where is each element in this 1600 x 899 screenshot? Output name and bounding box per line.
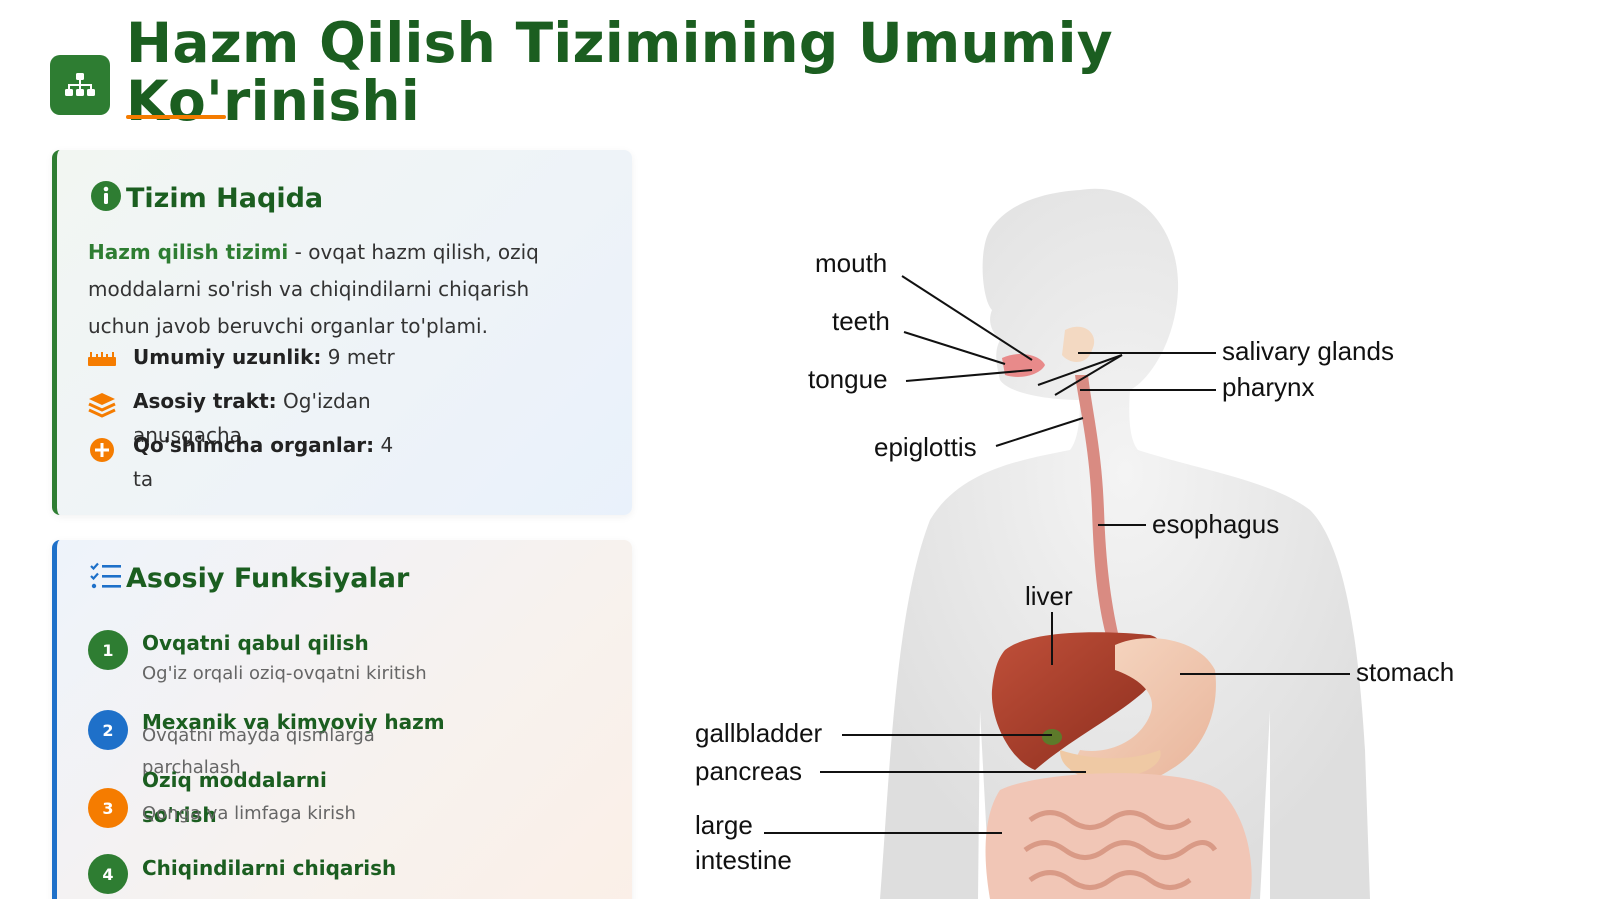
- title-underline: [126, 115, 226, 119]
- label-teeth: teeth: [832, 306, 890, 336]
- about-title: Tizim Haqida: [126, 182, 324, 214]
- functions-header: Asosiy Funksiyalar: [90, 562, 409, 594]
- info-circle-icon: [90, 180, 122, 216]
- step-number-badge: 2: [88, 710, 128, 750]
- function-title: Oziq moddalarni so'rish: [142, 768, 327, 827]
- gallbladder-shape: [1042, 729, 1062, 745]
- layers-icon: [88, 392, 116, 418]
- function-title: Ovqatni qabul qilish: [142, 631, 369, 655]
- label-leader-lines: [764, 275, 1350, 834]
- stomach-shape: [1070, 638, 1216, 785]
- label-esophagus: esophagus: [1152, 509, 1279, 539]
- stat-organs: Qo'shimcha organlar: 4 ta: [88, 428, 418, 491]
- stat-text: Qo'shimcha organlar: 4 ta: [133, 433, 394, 491]
- function-subtitle: Qonga va limfaga kirish: [142, 803, 356, 824]
- stat-text: Asosiy trakt: Og'izdan anusgacha: [133, 389, 371, 447]
- sitemap-icon: [50, 55, 110, 115]
- about-body: - ovqat hazm qilish, oziq moddalarni so'…: [88, 240, 539, 338]
- step-number-badge: 1: [88, 630, 128, 670]
- about-description: Hazm qilish tizimi - ovqat hazm qilish, …: [88, 234, 588, 345]
- stat-text: Umumiy uzunlik: 9 metr: [133, 345, 395, 369]
- label-pancreas: pancreas: [695, 756, 802, 786]
- function-title: Mexanik va kimyoviy hazm: [142, 710, 445, 734]
- step-number-badge: 4: [88, 854, 128, 894]
- label-salivary-glands: salivary glands: [1222, 336, 1394, 366]
- function-subtitle: Og'iz orqali oziq-ovqatni kiritish: [142, 663, 427, 684]
- about-highlight: Hazm qilish tizimi: [88, 240, 289, 264]
- functions-title: Asosiy Funksiyalar: [126, 562, 410, 594]
- label-stomach: stomach: [1356, 657, 1454, 687]
- esophagus-shape: [1075, 375, 1122, 650]
- function-title: Chiqindilarni chiqarish: [142, 856, 397, 880]
- functions-card: Asosiy Funksiyalar 1 Ovqatni qabul qilis…: [52, 540, 632, 899]
- label-gallbladder: gallbladder: [695, 718, 823, 748]
- label-epiglottis: epiglottis: [874, 432, 977, 462]
- stat-length: Umumiy uzunlik: 9 metr: [88, 340, 418, 380]
- about-card: Tizim Haqida Hazm qilish tizimi - ovqat …: [52, 150, 632, 515]
- label-large: large: [695, 810, 753, 840]
- label-mouth: mouth: [815, 248, 887, 278]
- intestine-coils: [1023, 810, 1218, 890]
- intestine-shape: [985, 773, 1252, 899]
- anatomy-illustration: mouth teeth tongue epiglottis salivary g…: [695, 188, 1454, 899]
- digestive-system-diagram: mouth teeth tongue epiglottis salivary g…: [660, 150, 1560, 899]
- stat-tract: Asosiy trakt: Og'izdan anusgacha: [88, 384, 418, 447]
- label-pharynx: pharynx: [1222, 372, 1315, 402]
- label-tongue: tongue: [808, 364, 888, 394]
- list-check-icon: [90, 562, 122, 594]
- page-title: Hazm Qilish Tizimining Umumiy Ko'rinishi: [126, 11, 1113, 133]
- function-subtitle: Ovqatni mayda qismlarga parchalash: [142, 725, 375, 778]
- plus-circle-icon: [88, 436, 116, 462]
- about-header: Tizim Haqida: [90, 180, 323, 216]
- label-intestine: intestine: [695, 845, 792, 875]
- ruler-icon: [88, 348, 116, 372]
- step-number-badge: 3: [88, 788, 128, 828]
- label-liver: liver: [1025, 581, 1073, 611]
